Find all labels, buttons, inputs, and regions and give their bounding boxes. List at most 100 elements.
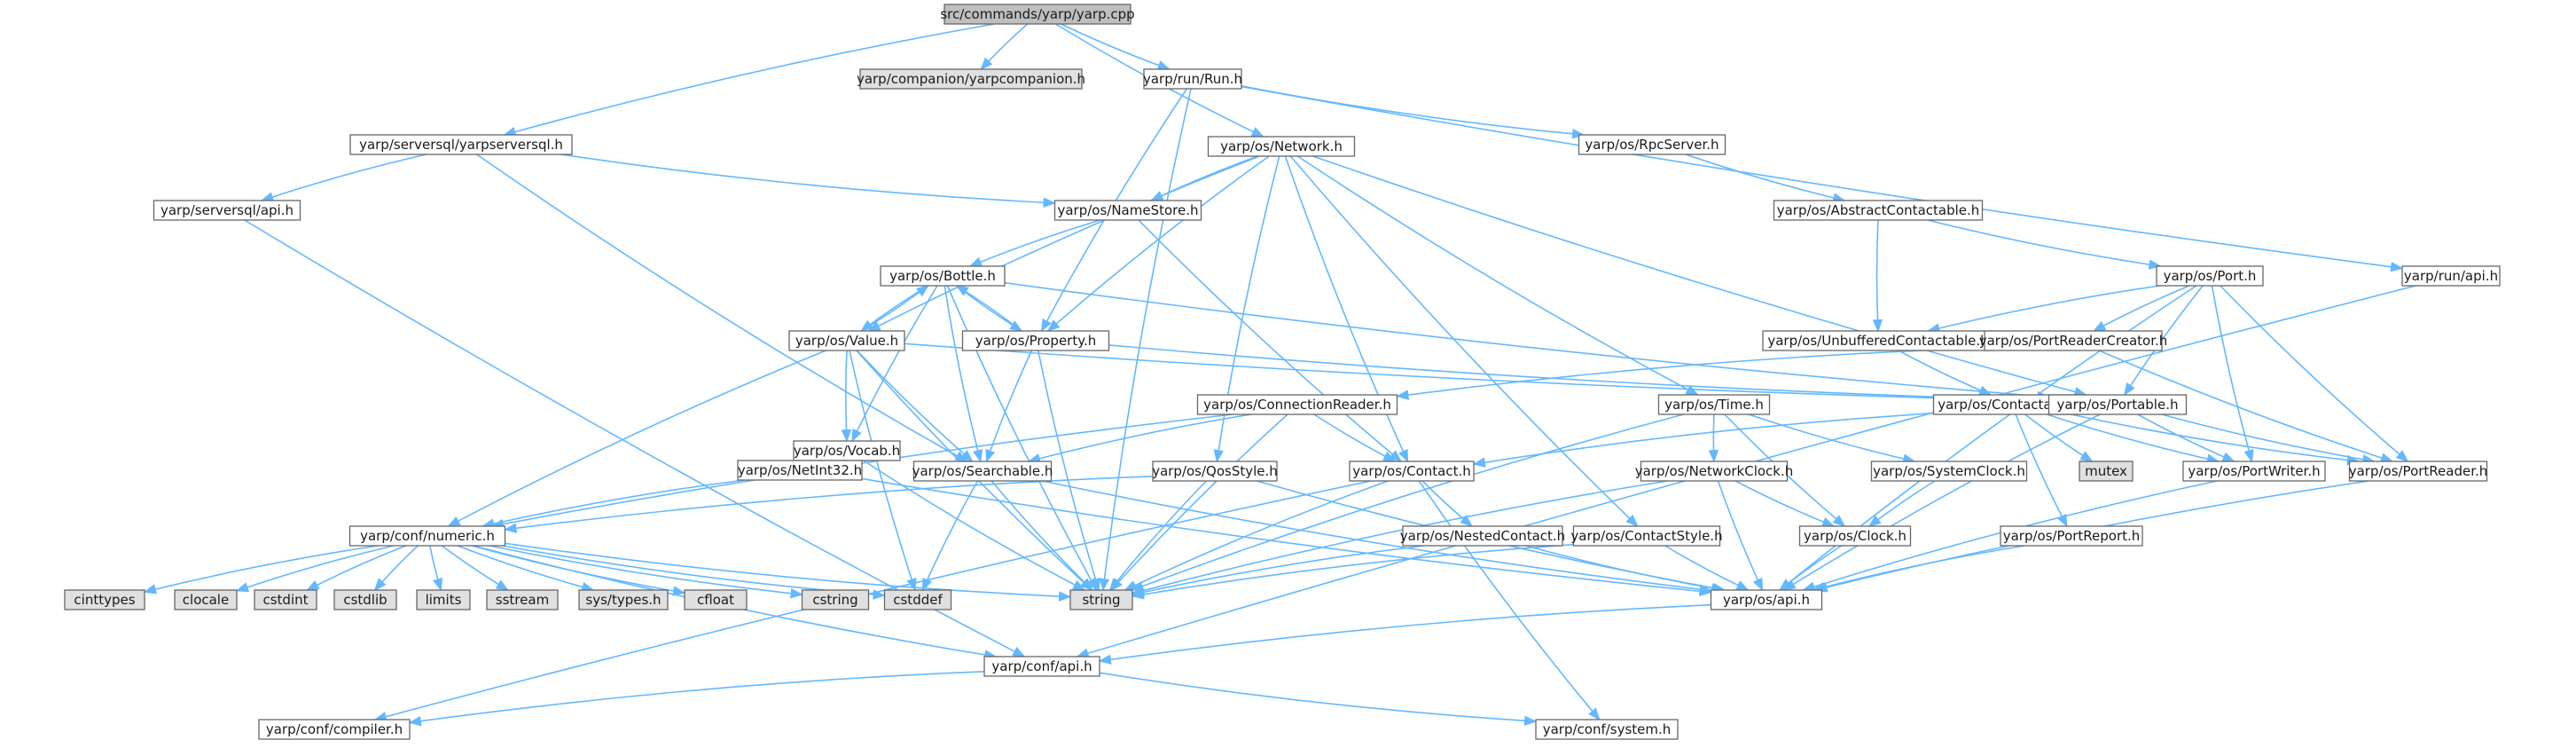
node-prcreator[interactable]: yarp/os/PortReaderCreator.h xyxy=(1979,330,2168,351)
edge-prcreator-to-portreader xyxy=(2098,350,2394,463)
edge-port-to-portreader xyxy=(2220,285,2409,462)
node-netclock[interactable]: yarp/os/NetworkClock.h xyxy=(1635,461,1794,482)
node-runapi[interactable]: yarp/run/api.h xyxy=(2401,265,2501,287)
edge-property-to-bottle xyxy=(955,285,1022,332)
node-root[interactable]: src/commands/yarp/yarp.cpp xyxy=(940,4,1135,25)
node-sqlapi[interactable]: yarp/serversql/api.h xyxy=(153,200,301,221)
node-mutex: mutex xyxy=(2079,461,2134,482)
node-cfloat: cfloat xyxy=(684,589,748,610)
node-portable-box xyxy=(2047,394,2188,415)
edge-portable-to-portwriter xyxy=(2137,413,2235,462)
node-string: string xyxy=(1069,589,1133,610)
node-root-label: src/commands/yarp/yarp.cpp xyxy=(940,6,1134,22)
node-portreader[interactable]: yarp/os/PortReader.h xyxy=(2348,461,2488,482)
node-numeric[interactable]: yarp/conf/numeric.h xyxy=(348,525,506,547)
edge-qosstyle-to-numeric xyxy=(504,476,1154,533)
edge-vocab-to-string xyxy=(863,460,1086,591)
node-osapi[interactable]: yarp/os/api.h xyxy=(1710,589,1823,610)
node-portwriter-label: yarp/os/PortWriter.h xyxy=(2188,463,2320,479)
edge-netint32-to-osapi xyxy=(861,477,1712,597)
edge-time-to-netclock xyxy=(1708,413,1719,463)
edge-value-to-vocab xyxy=(841,350,852,443)
node-prcreator-box xyxy=(1984,330,2163,351)
node-clock[interactable]: yarp/os/Clock.h xyxy=(1798,525,1912,547)
edge-network-to-portable xyxy=(1312,155,2087,398)
edge-prcreator-to-connreader xyxy=(1396,347,1985,400)
node-namestore[interactable]: yarp/os/NameStore.h xyxy=(1053,200,1202,221)
node-sstream: sstream xyxy=(486,589,559,610)
node-property[interactable]: yarp/os/Property.h xyxy=(961,330,1110,351)
node-systypes: sys/types.h xyxy=(578,589,669,610)
node-property-label: yarp/os/Property.h xyxy=(975,333,1096,349)
node-unbuffered-label: yarp/os/UnbufferedContactable.h xyxy=(1767,333,1988,349)
node-cstdint-box xyxy=(254,589,317,610)
edge-bottle-to-vocab xyxy=(851,285,938,443)
edge-time-to-sysclock xyxy=(1748,413,1916,464)
node-nested-box xyxy=(1402,525,1563,547)
edge-confapi-to-system xyxy=(1099,672,1538,727)
edge-numeric-to-cstddef xyxy=(502,545,886,600)
node-system-box xyxy=(1535,719,1679,740)
node-rpcserver[interactable]: yarp/os/RpcServer.h xyxy=(1578,134,1726,155)
node-network[interactable]: yarp/os/Network.h xyxy=(1207,136,1356,157)
node-confapi[interactable]: yarp/conf/api.h xyxy=(983,656,1100,677)
node-companion-box xyxy=(859,68,1083,90)
edge-connreader-to-contact xyxy=(1313,413,1397,462)
node-contactstyle-box xyxy=(1572,525,1721,547)
node-limits: limits xyxy=(416,589,471,610)
edge-value-to-numeric xyxy=(447,350,826,527)
edge-contactable-to-portreader xyxy=(2071,413,2361,466)
node-qosstyle[interactable]: yarp/os/QosStyle.h xyxy=(1152,461,1278,482)
node-connreader[interactable]: yarp/os/ConnectionReader.h xyxy=(1196,394,1398,415)
node-unbuffered[interactable]: yarp/os/UnbufferedContactable.h xyxy=(1762,330,1994,351)
edge-numeric-to-sstream xyxy=(441,545,509,591)
node-port-box xyxy=(2156,265,2264,287)
edge-namestore-to-contact xyxy=(1138,219,1403,462)
node-value-label: yarp/os/Value.h xyxy=(795,333,898,349)
node-prcreator-label: yarp/os/PortReaderCreator.h xyxy=(1979,333,2168,349)
edge-netint32-to-numeric xyxy=(481,479,745,529)
node-netint32[interactable]: yarp/os/NetInt32.h xyxy=(737,460,863,481)
node-sysclock[interactable]: yarp/os/SystemClock.h xyxy=(1870,461,2028,482)
node-system[interactable]: yarp/conf/system.h xyxy=(1535,719,1679,740)
node-value[interactable]: yarp/os/Value.h xyxy=(788,330,905,351)
edge-network-to-value xyxy=(867,155,1260,332)
node-portreport-box xyxy=(2000,525,2143,547)
node-compiler[interactable]: yarp/conf/compiler.h xyxy=(258,719,411,740)
edge-searchable-to-osapi xyxy=(1041,480,1712,594)
node-companion-label: yarp/companion/yarpcompanion.h xyxy=(857,71,1085,87)
node-serversql[interactable]: yarp/serversql/yarpserversql.h xyxy=(349,134,573,155)
node-clock-label: yarp/os/Clock.h xyxy=(1804,528,1907,544)
edge-network-to-qosstyle xyxy=(1213,155,1280,463)
edge-osapi-to-confapi xyxy=(1098,603,1711,665)
node-port[interactable]: yarp/os/Port.h xyxy=(2156,265,2264,287)
node-searchable[interactable]: yarp/os/Searchable.h xyxy=(912,461,1053,482)
edge-serversql-to-namestore xyxy=(560,154,1056,209)
edge-root-to-runrun xyxy=(1061,23,1171,70)
node-contactstyle[interactable]: yarp/os/ContactStyle.h xyxy=(1570,525,1723,547)
edge-network-to-property xyxy=(1046,155,1270,332)
node-nested-label: yarp/os/NestedContact.h xyxy=(1400,528,1565,544)
node-bottle[interactable]: yarp/os/Bottle.h xyxy=(880,265,1006,287)
node-cinttypes-label: cinttypes xyxy=(74,592,135,608)
node-portwriter[interactable]: yarp/os/PortWriter.h xyxy=(2182,461,2326,482)
edge-rpcserver-to-abscontact xyxy=(1685,154,1846,203)
node-clocale: clocale xyxy=(174,589,238,610)
edge-abscontact-to-port xyxy=(1927,219,2162,270)
edge-serversql-to-sqlapi xyxy=(260,154,427,202)
node-abscontact[interactable]: yarp/os/AbstractContactable.h xyxy=(1773,200,1984,221)
node-runrun[interactable]: yarp/run/Run.h xyxy=(1143,68,1242,90)
node-portreader-box xyxy=(2348,461,2488,482)
node-portable[interactable]: yarp/os/Portable.h xyxy=(2047,394,2188,415)
node-time[interactable]: yarp/os/Time.h xyxy=(1657,394,1771,415)
node-portreport[interactable]: yarp/os/PortReport.h xyxy=(2000,525,2143,547)
node-sstream-box xyxy=(486,589,559,610)
node-contact[interactable]: yarp/os/Contact.h xyxy=(1349,461,1475,482)
node-vocab[interactable]: yarp/os/Vocab.h xyxy=(793,440,901,461)
node-clock-box xyxy=(1798,525,1912,547)
edge-runrun-to-rpcserver xyxy=(1241,85,1586,139)
node-sqlapi-box xyxy=(153,200,301,221)
node-string-box xyxy=(1069,589,1133,610)
node-nested[interactable]: yarp/os/NestedContact.h xyxy=(1400,525,1565,547)
node-bottle-label: yarp/os/Bottle.h xyxy=(889,268,996,284)
